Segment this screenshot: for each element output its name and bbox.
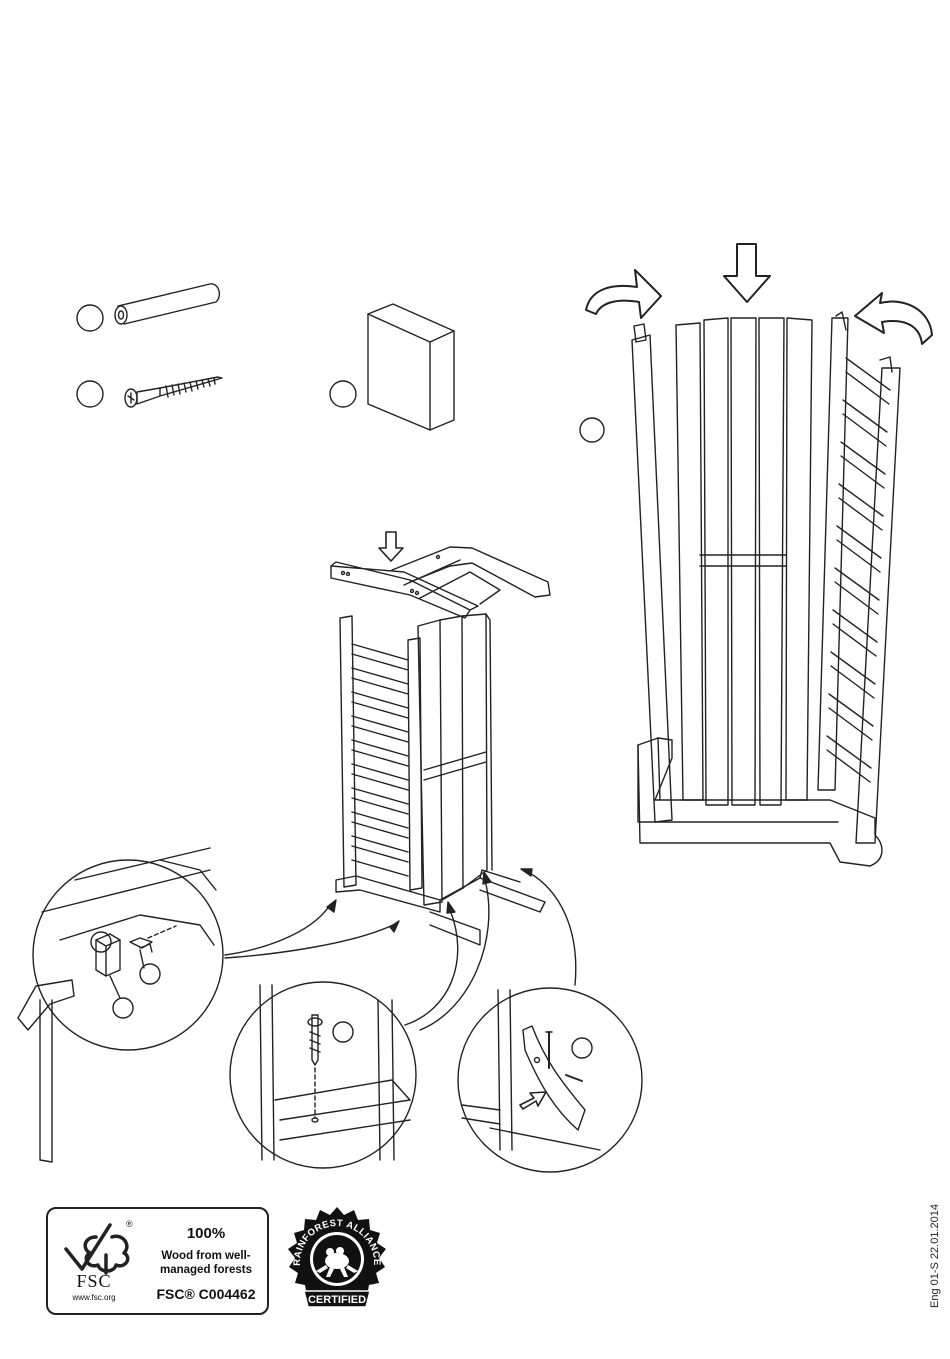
- fsc-license-code: FSC® C004462: [148, 1286, 264, 1302]
- part-circle-dowel: [77, 305, 103, 331]
- registered-mark: ®: [126, 1219, 133, 1229]
- curved-arrow-icon: [586, 270, 661, 318]
- detail-circle-dowel: [33, 860, 223, 1050]
- part-circle-screw: [77, 381, 103, 407]
- part-circle-screw: [333, 1022, 353, 1042]
- wood-block-icon: [368, 304, 454, 430]
- rainforest-certified-text: CERTIFIED: [308, 1294, 366, 1306]
- document-code: Eng 01-S 22.01.2014: [929, 1204, 941, 1308]
- rainforest-alliance-seal: RAINFOREST ALLIANCE CERTIFIED: [282, 1205, 392, 1315]
- fsc-description-line2: managed forests: [148, 1263, 264, 1277]
- fsc-description-line1: Wood from well-: [148, 1249, 264, 1263]
- fsc-description: Wood from well- managed forests: [148, 1249, 264, 1277]
- arrow-down-icon: [379, 532, 403, 561]
- curved-arrow-icon: [855, 293, 932, 344]
- fsc-website: www.fsc.org: [48, 1293, 140, 1302]
- fsc-label: ® FSC www.fsc.org 100% Wood from well- m…: [46, 1207, 269, 1315]
- dowel-icon: [115, 284, 219, 324]
- step-circle: [580, 418, 604, 442]
- part-circle-block: [91, 932, 111, 952]
- part-circle-screw: [572, 1038, 592, 1058]
- detail-circle-screw: [230, 982, 416, 1168]
- part-circle-block: [330, 381, 356, 407]
- part-circle-block: [113, 998, 133, 1018]
- screw-icon: [125, 377, 222, 407]
- detail-circle-bracket: [458, 988, 642, 1172]
- part-circle-dowel: [140, 964, 160, 984]
- fsc-percent: 100%: [148, 1225, 264, 1242]
- fsc-brand: FSC: [48, 1271, 140, 1292]
- arrow-down-icon: [724, 244, 770, 302]
- hammer-icon: [18, 980, 74, 1162]
